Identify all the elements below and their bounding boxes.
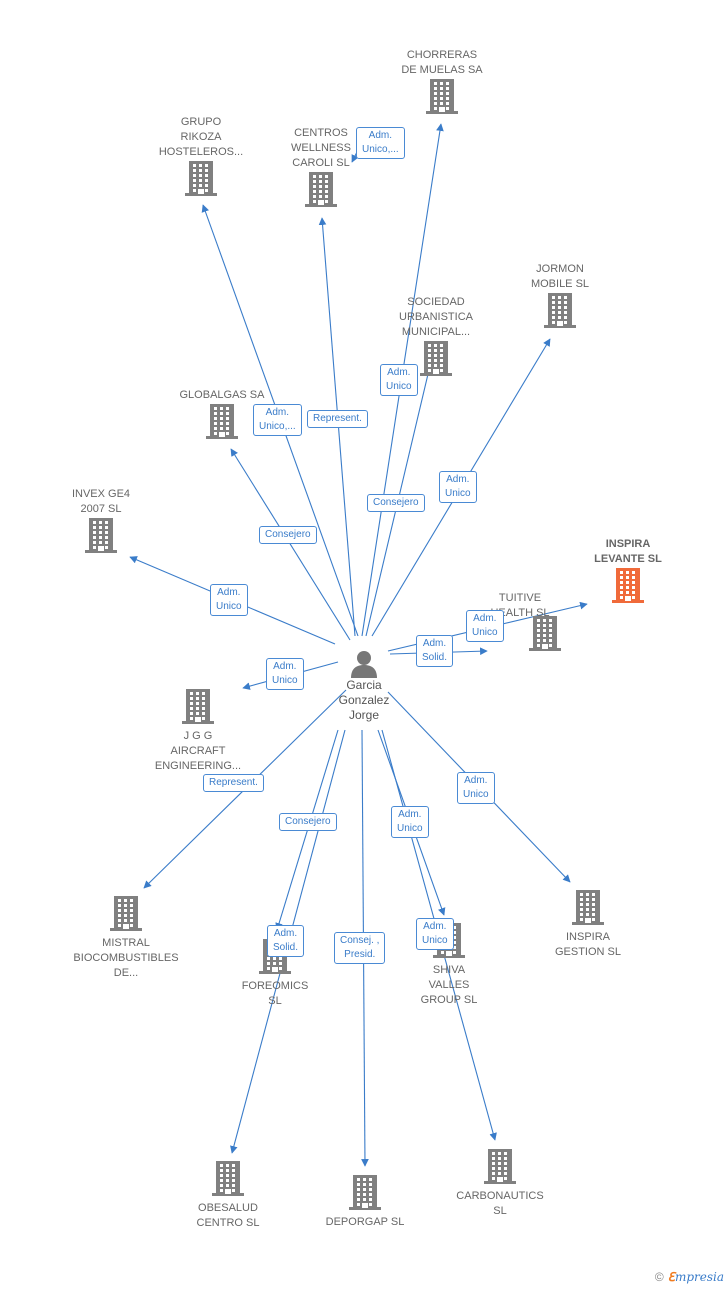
company-centros-wellness[interactable]: CENTROS WELLNESS CAROLI SL [278,126,364,212]
company-inspira-gestion[interactable]: INSPIRA GESTION SL [540,889,636,960]
edge-line [230,448,351,641]
building-icon [206,403,238,444]
building-icon [529,615,561,656]
company-label: CARBONAUTICS SL [456,1190,544,1217]
company-label: GRUPO RIKOZA HOSTELEROS... [158,116,244,158]
brand-logo-initial: ℇ [667,1270,675,1284]
center-person[interactable]: Garcia Gonzalez Jorge [324,648,404,723]
company-label: INSPIRA GESTION SL [554,931,622,958]
building-icon [85,517,117,558]
role-label[interactable]: Adm. Solid. [267,925,305,957]
company-label: J G G AIRCRAFT ENGINEERING... [154,730,242,772]
company-label: CENTROS WELLNESS CAROLI SL [291,127,351,169]
company-deporgap[interactable]: DEPORGAP SL [316,1174,414,1230]
role-label[interactable]: Represent. [307,410,368,428]
company-label: GLOBALGAS SA [179,389,265,401]
role-label[interactable]: Consejero [259,526,317,544]
company-label: JORMON MOBILE SL [530,263,590,290]
company-sociedad-urbanistica[interactable]: SOCIEDAD URBANISTICA MUNICIPAL... [388,295,484,381]
company-label: OBESALUD CENTRO SL [196,1202,260,1229]
company-label: CHORRERAS DE MUELAS SA [401,49,483,76]
building-icon [349,1174,381,1215]
company-grupo-rikoza[interactable]: GRUPO RIKOZA HOSTELEROS... [146,115,256,201]
copyright-icon: © [654,1270,664,1284]
role-label[interactable]: Consejero [279,813,337,831]
role-label[interactable]: Adm. Unico,... [356,127,405,159]
building-icon [426,78,458,119]
company-label: INVEX GE4 2007 SL [71,488,131,515]
role-label[interactable]: Adm. Unico [416,918,454,950]
company-label: FOREOMICS SL [241,980,309,1007]
company-inspira-levante[interactable]: INSPIRA LEVANTE SL [576,537,680,608]
role-label[interactable]: Adm. Unico [210,584,248,616]
role-label[interactable]: Represent. [203,774,264,792]
company-label: INSPIRA LEVANTE SL [594,538,662,565]
role-label[interactable]: Adm. Unico [466,610,504,642]
company-carbonautics[interactable]: CARBONAUTICS SL [448,1148,552,1219]
company-label: SOCIEDAD URBANISTICA MUNICIPAL... [399,296,473,338]
company-chorreras[interactable]: CHORRERAS DE MUELAS SA [392,48,492,119]
building-icon [110,895,142,936]
brand-footer: © ℇmpresia [655,1270,724,1284]
company-jgg[interactable]: J G G AIRCRAFT ENGINEERING... [140,688,256,774]
brand-name: mpresia [674,1270,724,1284]
role-label[interactable]: Adm. Unico [457,772,495,804]
building-icon [185,160,217,201]
company-label: MISTRAL BIOCOMBUSTIBLES DE... [73,937,179,979]
building-icon [305,171,337,212]
person-icon [351,651,377,678]
building-icon [212,1160,244,1201]
company-invex[interactable]: INVEX GE4 2007 SL [56,487,146,558]
company-jormon[interactable]: JORMON MOBILE SL [515,262,605,333]
building-icon [182,688,214,729]
role-label[interactable]: Adm. Solid. [416,635,454,667]
company-obesalud[interactable]: OBESALUD CENTRO SL [182,1160,274,1231]
building-icon [420,340,452,381]
person-name: Garcia Gonzalez Jorge [338,678,390,722]
building-icon [572,889,604,930]
company-mistral[interactable]: MISTRAL BIOCOMBUSTIBLES DE... [64,895,188,981]
role-label[interactable]: Consej. , Presid. [334,932,386,964]
role-label[interactable]: Adm. Unico [380,364,418,396]
role-label[interactable]: Adm. Unico [391,806,429,838]
role-label[interactable]: Adm. Unico [439,471,477,503]
company-label: DEPORGAP SL [325,1216,405,1228]
building-icon [484,1148,516,1189]
building-icon-highlight [612,567,644,608]
role-label[interactable]: Adm. Unico [266,658,304,690]
role-label[interactable]: Adm. Unico,... [253,404,302,436]
building-icon [544,292,576,333]
company-globalgas[interactable]: GLOBALGAS SA [172,388,272,444]
role-label[interactable]: Consejero [367,494,425,512]
company-label: SHIVA VALLES GROUP SL [420,964,478,1006]
